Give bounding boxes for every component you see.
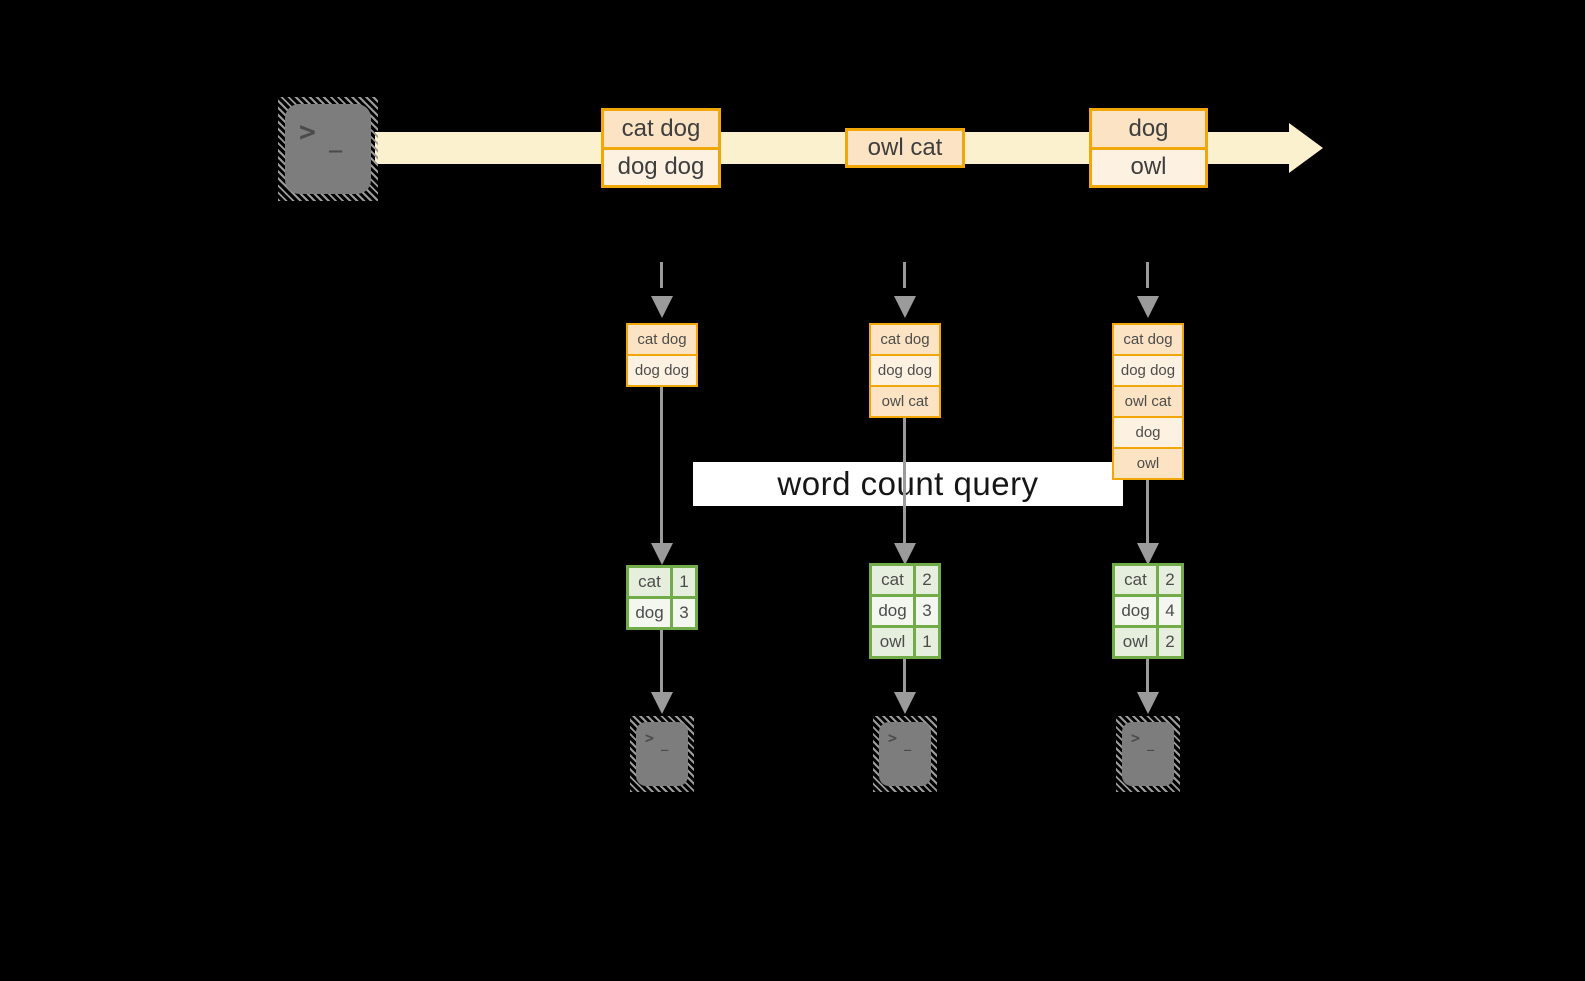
output-terminal-hatch-3: > _ bbox=[1116, 716, 1180, 792]
state-record: cat dog bbox=[628, 325, 696, 354]
arrow-head bbox=[894, 692, 916, 714]
stream-arrow-head bbox=[1289, 123, 1323, 173]
terminal-prompt-icon: > bbox=[299, 115, 316, 148]
arrow-head bbox=[1137, 692, 1159, 714]
count-cell: 1 bbox=[916, 628, 938, 656]
count-cell: 3 bbox=[916, 597, 938, 625]
arrow-head bbox=[651, 692, 673, 714]
state-record: dog dog bbox=[1114, 354, 1182, 385]
query-banner: word count query bbox=[693, 462, 1123, 506]
state-record: cat dog bbox=[1114, 325, 1182, 354]
state-record: owl cat bbox=[871, 385, 939, 416]
terminal-icon: > _ bbox=[636, 722, 688, 786]
terminal-cursor-icon: _ bbox=[329, 128, 343, 153]
output-terminal-hatch-1: > _ bbox=[630, 716, 694, 792]
terminal-icon: > _ bbox=[1122, 722, 1174, 786]
word-cell: owl bbox=[872, 628, 913, 656]
arrow-line bbox=[1146, 659, 1149, 692]
stream-batch-2: owl cat bbox=[845, 128, 965, 168]
arrow-line bbox=[903, 659, 906, 692]
terminal-icon: > _ bbox=[879, 722, 931, 786]
dashed-arrow-segment-3 bbox=[1146, 262, 1149, 288]
word-cell: dog bbox=[872, 597, 913, 625]
word-cell: dog bbox=[1115, 597, 1156, 625]
stream-record: dog bbox=[1092, 111, 1205, 147]
stream-record: dog dog bbox=[604, 146, 718, 185]
state-record: dog dog bbox=[871, 354, 939, 385]
word-count-table-1: cat 1 dog 3 bbox=[626, 565, 698, 630]
stream-batch-3: dog owl bbox=[1089, 108, 1208, 188]
count-cell: 4 bbox=[1159, 597, 1181, 625]
arrow-head bbox=[1137, 543, 1159, 565]
output-terminal-hatch-2: > _ bbox=[873, 716, 937, 792]
terminal-prompt-icon: > bbox=[645, 729, 655, 747]
dashed-arrow-segment-1 bbox=[660, 262, 663, 288]
word-cell: owl bbox=[1115, 628, 1156, 656]
count-cell: 3 bbox=[673, 599, 695, 627]
arrow-head bbox=[651, 543, 673, 565]
word-cell: cat bbox=[1115, 566, 1156, 594]
dashed-arrow-head-1 bbox=[651, 296, 673, 318]
stream-record: cat dog bbox=[604, 111, 718, 147]
terminal-prompt-icon: > bbox=[1131, 729, 1141, 747]
terminal-cursor-icon: _ bbox=[904, 737, 912, 751]
word-cell: cat bbox=[872, 566, 913, 594]
word-cell: cat bbox=[629, 568, 670, 596]
terminal-cursor-icon: _ bbox=[661, 737, 669, 751]
count-cell: 2 bbox=[1159, 628, 1181, 656]
arrow-line bbox=[660, 630, 663, 692]
dashed-arrow-head-2 bbox=[894, 296, 916, 318]
state-record: owl cat bbox=[1114, 385, 1182, 416]
stream-batch-1: cat dog dog dog bbox=[601, 108, 721, 188]
arrow-head bbox=[894, 543, 916, 565]
word-count-table-3: cat 2 dog 4 owl 2 bbox=[1112, 563, 1184, 659]
word-count-table-2: cat 2 dog 3 owl 1 bbox=[869, 563, 941, 659]
stream-record: owl cat bbox=[848, 131, 962, 165]
terminal-cursor-icon: _ bbox=[1147, 737, 1155, 751]
arrow-line bbox=[1146, 480, 1149, 543]
state-store-2: cat dog dog dog owl cat bbox=[869, 323, 941, 418]
arrow-line bbox=[660, 387, 663, 543]
word-cell: dog bbox=[629, 599, 670, 627]
query-banner-label: word count query bbox=[777, 465, 1039, 502]
count-cell: 2 bbox=[916, 566, 938, 594]
count-cell: 1 bbox=[673, 568, 695, 596]
state-record: dog dog bbox=[628, 354, 696, 385]
dashed-arrow-head-3 bbox=[1137, 296, 1159, 318]
state-store-1: cat dog dog dog bbox=[626, 323, 698, 387]
state-record: cat dog bbox=[871, 325, 939, 354]
terminal-icon: > _ bbox=[285, 104, 371, 194]
arrow-line bbox=[903, 418, 906, 543]
dashed-arrow-segment-2 bbox=[903, 262, 906, 288]
source-terminal-hatch: > _ bbox=[278, 97, 378, 201]
state-record: dog bbox=[1114, 416, 1182, 447]
count-cell: 2 bbox=[1159, 566, 1181, 594]
stream-record: owl bbox=[1092, 146, 1205, 185]
terminal-prompt-icon: > bbox=[888, 729, 898, 747]
state-record: owl bbox=[1114, 447, 1182, 478]
state-store-3: cat dog dog dog owl cat dog owl bbox=[1112, 323, 1184, 480]
